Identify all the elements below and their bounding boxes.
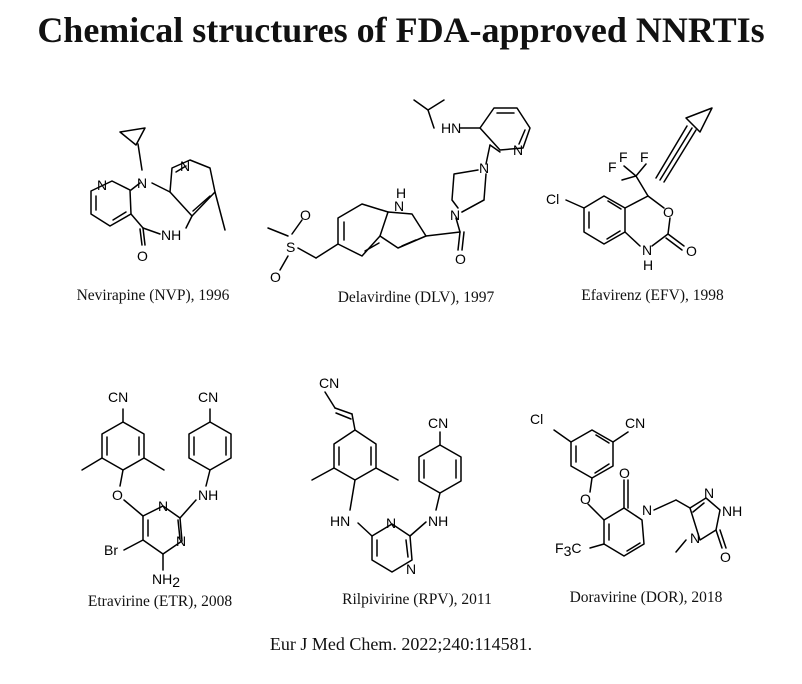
atom-n: N <box>97 177 107 193</box>
atom-o: O <box>112 487 123 503</box>
atom-cn: CN <box>428 415 448 431</box>
atom-br: Br <box>104 542 118 558</box>
atom-o: O <box>580 491 591 507</box>
atom-n: N <box>394 198 404 214</box>
atom-o: O <box>619 465 630 481</box>
caption-doravirine: Doravirine (DOR), 2018 <box>569 589 723 606</box>
atom-o: O <box>663 204 674 220</box>
atom-nh: NH <box>722 503 742 519</box>
atom-o: O <box>137 248 148 264</box>
caption-nevirapine: Nevirapine (NVP), 1996 <box>76 287 230 304</box>
atom-h: H <box>643 257 653 273</box>
atom-nh: NH <box>161 227 181 243</box>
caption-delavirdine: Delavirdine (DLV), 1997 <box>337 289 495 306</box>
structures-figure: N N N NH O HN <box>81 99 742 590</box>
atom-n: N <box>513 142 523 158</box>
atom-n: N <box>176 533 186 549</box>
page-title: Chemical structures of FDA-approved NNRT… <box>37 10 765 50</box>
atom-n: N <box>479 160 489 176</box>
atom-o: O <box>455 251 466 267</box>
atom-n: N <box>158 498 168 514</box>
atom-cl: Cl <box>530 411 543 427</box>
atom-o: O <box>720 549 731 565</box>
atom-f: F <box>640 149 649 165</box>
efavirenz-structure: F F F Cl O O N H <box>546 107 713 273</box>
atom-h: H <box>396 185 406 201</box>
atom-n: N <box>704 485 714 501</box>
atom-n: N <box>137 175 147 191</box>
delavirdine-structure: HN N N N O H N S O O <box>267 99 531 285</box>
atom-hn: HN <box>330 513 350 529</box>
atom-cn: CN <box>319 375 339 391</box>
etravirine-structure: CN CN O NH N N Br NH2 <box>81 389 232 590</box>
atom-n: N <box>642 242 652 258</box>
atom-cn: CN <box>198 389 218 405</box>
atom-cn: CN <box>108 389 128 405</box>
atom-f3c: F3C <box>555 540 581 559</box>
atom-nh2: NH2 <box>152 571 180 590</box>
atom-cn: CN <box>625 415 645 431</box>
atom-n: N <box>690 530 700 546</box>
atom-n: N <box>450 207 460 223</box>
atom-n: N <box>386 515 396 531</box>
nevirapine-structure: N N N NH O <box>90 127 226 264</box>
atom-s: S <box>286 239 295 255</box>
caption-etravirine: Etravirine (ETR), 2008 <box>87 593 233 610</box>
atom-o: O <box>686 243 697 259</box>
atom-nh: NH <box>198 487 218 503</box>
caption-efavirenz: Efavirenz (EFV), 1998 <box>581 287 724 304</box>
atom-cl: Cl <box>546 191 559 207</box>
atom-hn: HN <box>441 120 461 136</box>
atom-o: O <box>300 207 311 223</box>
atom-n: N <box>180 158 190 174</box>
atom-o: O <box>270 269 281 285</box>
citation: Eur J Med Chem. 2022;240:114581. <box>269 634 533 654</box>
atom-n: N <box>406 561 416 577</box>
atom-n: N <box>642 502 652 518</box>
atom-f: F <box>619 149 628 165</box>
rilpivirine-structure: CN CN HN NH N N <box>311 375 462 577</box>
caption-rilpivirine: Rilpivirine (RPV), 2011 <box>342 591 492 608</box>
atom-f: F <box>608 159 617 175</box>
doravirine-structure: Cl CN O O N N NH N O F3C <box>530 411 742 565</box>
atom-nh: NH <box>428 513 448 529</box>
